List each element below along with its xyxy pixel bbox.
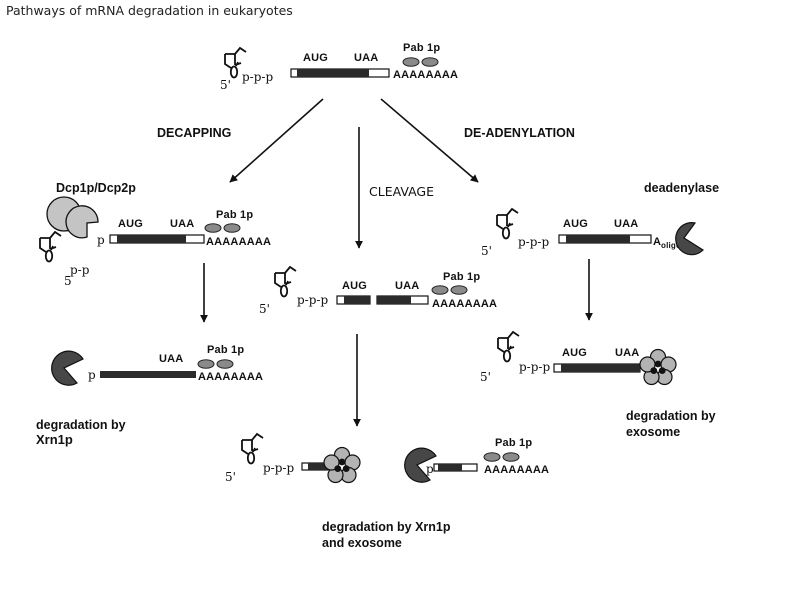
decapped-mrna: Dcp1p/Dcp2p 5 p-p p AUG UAA Pab 1p AAAAA… [39,181,271,288]
triphosphate-label: p-p-p [242,70,273,84]
pab1p-proteins [483,452,520,462]
five-prime-label: 5' [480,370,491,384]
start-codon-label: AUG [303,52,328,64]
three-fragment-xrn1: p Pab 1p AAAAAAAA [404,437,549,483]
deadenylated-mrna: deadenylase 5' p-p-p AUG UAA A oligo [481,181,719,258]
five-label: 5 [64,274,72,288]
pab1p-proteins [204,223,241,233]
stop-codon-label: UAA [159,353,183,365]
polya-tail-label: AAAAAAAA [198,371,263,383]
decapping-arrow [229,98,324,183]
dcp2p-icon [65,205,99,239]
oligo-a-subscript: oligo [661,241,681,250]
coding-region [117,235,186,243]
five-prime-label: 5' [481,244,492,258]
five-prime-label: 5' [259,302,270,316]
coding-region-5-fragment [344,296,370,304]
dcp-enzyme-label: Dcp1p/Dcp2p [56,181,136,195]
monophosphate-label: p [426,462,434,476]
coding-region [297,69,369,77]
five-fragment-exosome: 5' p-p-p [225,433,361,484]
pab1p-proteins [431,285,468,295]
polya-tail-label: AAAAAAAA [484,464,549,476]
pab1p-proteins [402,57,439,67]
xrn1-caption-line2: Xrn1p [36,432,73,447]
pab1p-label: Pab 1p [443,271,480,283]
intact-mrna: 5' p-p-p AUG UAA Pab 1p AAAAAAAA [220,42,458,92]
coding-region-3-fragment [377,296,411,304]
triphosphate-label: p-p-p [263,461,294,475]
cap-structure-icon [274,266,297,298]
start-codon-label: AUG [562,347,587,359]
xrn1-caption-line1: degradation by [36,418,126,432]
deadenylation-arrow [380,98,479,183]
triphosphate-label: p-p-p [297,293,328,307]
exosome-icon [639,348,677,386]
stop-codon-label: UAA [354,52,378,64]
five-prime-label: 5' [220,78,231,92]
xrn1p-icon [51,350,84,386]
both-caption-line2: and exosome [322,536,402,550]
diphosphate-label: p-p [70,263,90,277]
cleavage-label: CLEAVAGE [369,184,434,199]
monophosphate-label: p [88,368,96,382]
pab1p-label: Pab 1p [403,42,440,54]
cap-structure-icon [497,331,520,363]
exosome-caption-line1: degradation by [626,409,716,423]
deadenylation-label: DE-ADENYLATION [464,126,575,140]
decapping-label: DECAPPING [157,126,231,140]
exosome-icon [323,446,361,484]
exosome-degrading-mrna: 5' p-p-p AUG UAA [480,331,677,386]
polya-tail-label: AAAAAAAA [432,298,497,310]
five-prime-label: 5' [225,470,236,484]
stop-codon-label: UAA [170,218,194,230]
coding-region [308,463,328,470]
monophosphate-label: p [97,233,105,247]
pab1p-label: Pab 1p [495,437,532,449]
both-caption-line1: degradation by Xrn1p [322,520,451,534]
triphosphate-label: p-p-p [518,235,549,249]
xrn1p-icon [404,447,437,483]
start-codon-label: AUG [563,218,588,230]
oligo-a-label: A [653,236,661,248]
coding-region [561,364,640,372]
stop-codon-label: UAA [614,218,638,230]
stop-codon-label: UAA [395,280,419,292]
polya-tail-label: AAAAAAAA [206,236,271,248]
coding-region [566,235,630,243]
pab1p-label: Pab 1p [216,209,253,221]
pab1p-proteins [197,359,234,369]
deadenylase-icon [675,222,704,256]
page-title: Pathways of mRNA degradation in eukaryot… [6,3,293,18]
start-codon-label: AUG [118,218,143,230]
xrn1-degrading-mrna: p UAA Pab 1p AAAAAAAA [51,344,263,386]
pab1p-label: Pab 1p [207,344,244,356]
cap-structure-icon [496,208,519,240]
cleaved-mrna: 5' p-p-p AUG UAA Pab 1p AAAAAAAA [259,266,497,316]
triphosphate-label: p-p-p [519,360,550,374]
start-codon-label: AUG [342,280,367,292]
exosome-caption-line2: exosome [626,425,680,439]
deadenylase-label: deadenylase [644,181,719,195]
coding-region [438,464,462,471]
coding-region [100,371,196,378]
polya-tail-label: AAAAAAAA [393,69,458,81]
released-cap-icon [39,231,62,263]
cap-structure-icon [241,433,264,465]
stop-codon-label: UAA [615,347,639,359]
